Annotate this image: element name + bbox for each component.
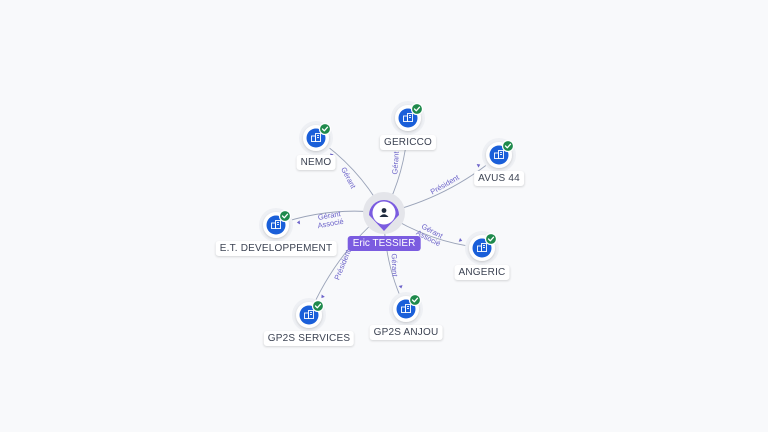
edge-label-line: Gérant	[317, 209, 342, 222]
edge-arrow	[398, 285, 403, 289]
company-label[interactable]: NEMO	[296, 155, 336, 170]
building-icon	[494, 150, 504, 159]
company-node[interactable]	[259, 208, 293, 242]
company-label[interactable]: E.T. DEVELOPPEMENT	[215, 241, 337, 256]
building-icon	[477, 243, 487, 252]
company-label[interactable]: GP2S ANJOU	[369, 325, 443, 340]
company-node[interactable]	[389, 292, 423, 326]
check-icon	[278, 209, 292, 223]
edge-label-line: Gérant	[390, 150, 401, 174]
company-node[interactable]	[465, 231, 499, 265]
person-core	[372, 201, 396, 225]
check-icon	[318, 122, 332, 136]
building-icon	[311, 133, 321, 142]
person-node[interactable]	[363, 192, 405, 234]
company-node[interactable]	[299, 121, 333, 155]
company-label[interactable]: ANGERIC	[454, 265, 510, 280]
building-icon	[271, 220, 281, 229]
check-icon	[484, 232, 498, 246]
edge-label: GérantAssocié	[316, 209, 345, 230]
person-label[interactable]: Eric TESSIER	[347, 236, 421, 251]
edge-label-line: Gérant	[390, 253, 400, 277]
edge-arrow	[296, 220, 301, 225]
check-icon	[501, 139, 515, 153]
building-icon	[401, 304, 411, 313]
check-icon	[410, 102, 424, 116]
edge-label-line: Associé	[317, 217, 344, 230]
company-label[interactable]: GP2S SERVICES	[263, 331, 355, 346]
check-icon	[311, 299, 325, 313]
edge-label: Gérant	[390, 253, 400, 277]
company-label[interactable]: GERICCO	[379, 135, 437, 150]
company-node[interactable]	[391, 101, 425, 135]
building-icon	[304, 310, 314, 319]
person-icon	[379, 208, 389, 217]
company-node[interactable]	[482, 138, 516, 172]
check-icon	[408, 293, 422, 307]
edge-arrow	[458, 238, 463, 242]
edge-arrow	[476, 164, 481, 168]
edge-label: Gérant	[339, 166, 358, 191]
company-label[interactable]: AVUS 44	[474, 171, 524, 186]
edge-label-line: Gérant	[339, 166, 358, 191]
building-icon	[403, 113, 413, 122]
company-node[interactable]	[292, 298, 326, 332]
edge-arrow	[321, 294, 325, 299]
edge-label: Gérant	[390, 150, 401, 174]
